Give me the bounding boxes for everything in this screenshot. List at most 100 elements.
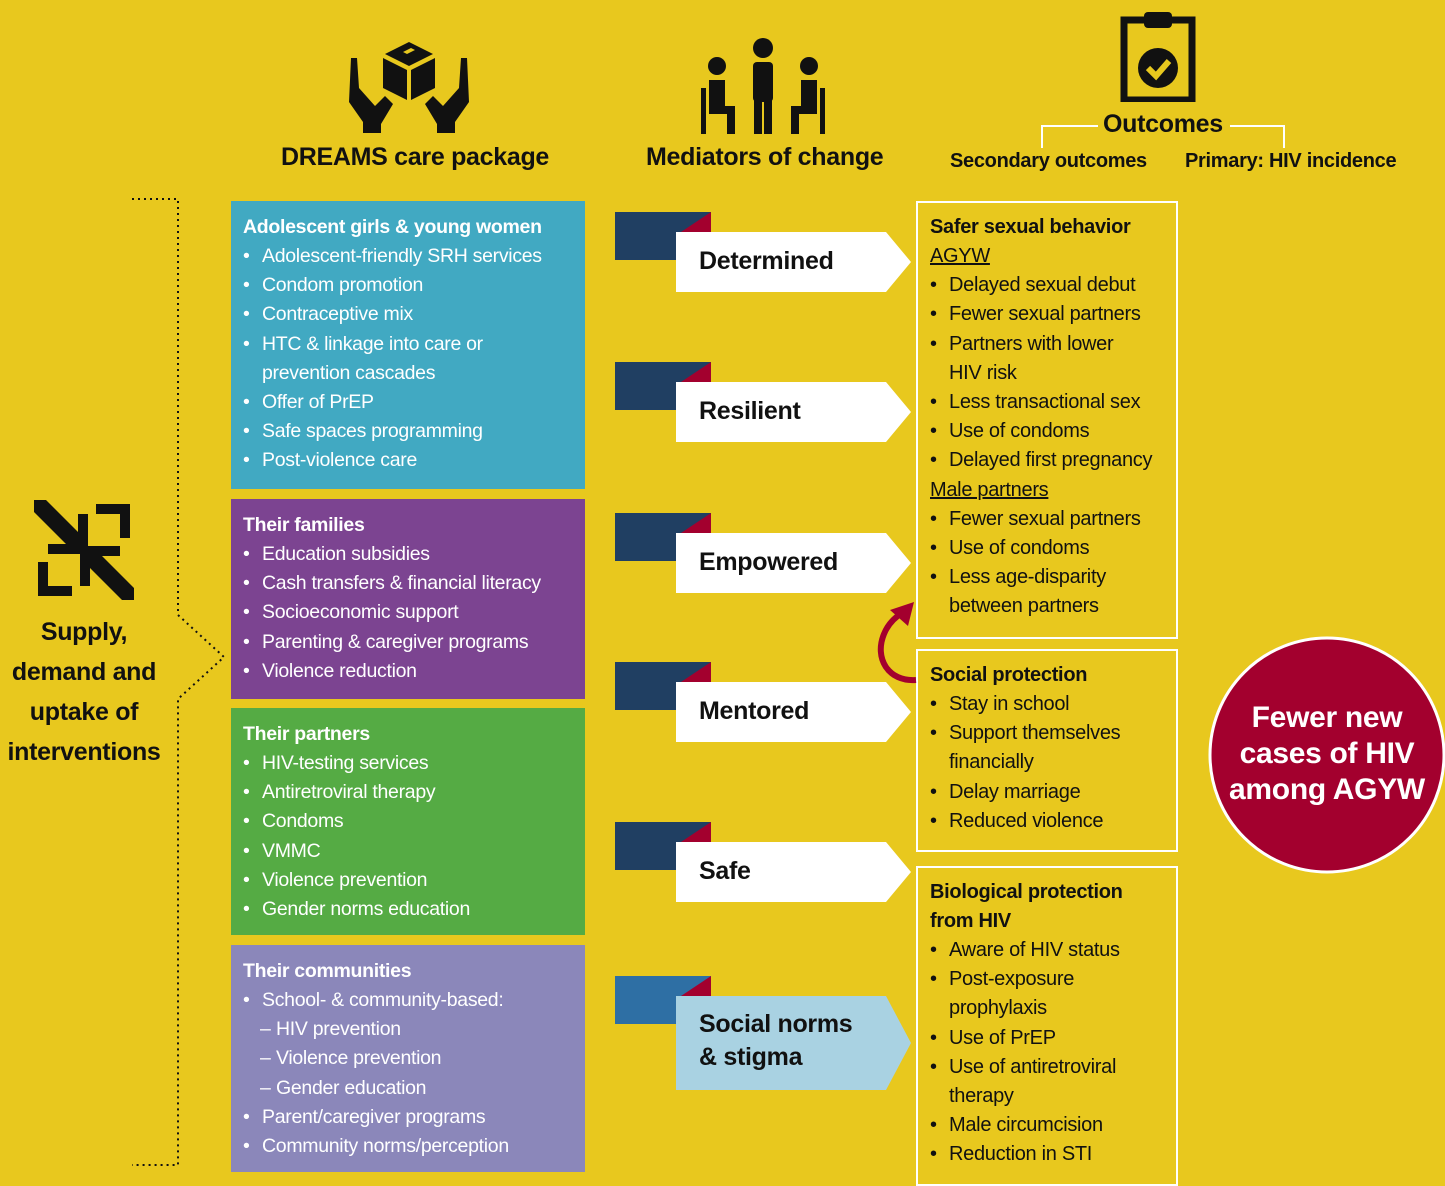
list-item: VMMC bbox=[243, 837, 573, 866]
list-item: Delay marriage bbox=[930, 778, 1176, 807]
list-item: Delayed sexual debut bbox=[930, 271, 1176, 300]
list-item: Parent/caregiver programs bbox=[243, 1103, 573, 1132]
mediator-label: Social norms bbox=[699, 1010, 853, 1038]
care-box-title: Their partners bbox=[243, 723, 370, 745]
list-item: Use of condoms bbox=[930, 534, 1176, 563]
mediator-safe: Safe bbox=[615, 822, 911, 902]
outcome-box-title: Safer sexual behavior bbox=[930, 216, 1131, 238]
care-box-communities: Their communities School- & community-ba… bbox=[231, 945, 585, 1172]
outcome-box-title-line2: from HIV bbox=[930, 910, 1011, 932]
list-item: therapy bbox=[949, 1085, 1014, 1108]
list-item: Use of antiretroviral bbox=[930, 1053, 1176, 1082]
care-box-title: Their families bbox=[243, 514, 365, 536]
left-label-line: interventions bbox=[7, 738, 161, 766]
result-line: cases of HIV bbox=[1239, 737, 1415, 770]
left-label-line: Supply, bbox=[40, 618, 128, 646]
list-item: Parenting & caregiver programs bbox=[243, 628, 573, 657]
care-box-title: Adolescent girls & young women bbox=[243, 216, 542, 238]
agyw-subheading: AGYW bbox=[930, 245, 990, 267]
male-partners-subheading: Male partners bbox=[930, 478, 1049, 501]
mediator-empowered: Empowered bbox=[615, 513, 911, 593]
mediator-social-norms: Social norms & stigma bbox=[615, 976, 911, 1092]
hands-box-icon bbox=[349, 42, 469, 133]
list-item: Less age-disparity bbox=[930, 563, 1176, 592]
mediator-label: Safe bbox=[699, 857, 751, 885]
care-box-partners: Their partners HIV-testing services Anti… bbox=[231, 708, 585, 935]
list-item: Support themselves bbox=[930, 719, 1176, 748]
list-item: Adolescent-friendly SRH services bbox=[243, 242, 573, 271]
mediator-mentored: Mentored bbox=[615, 662, 911, 742]
list-item: HIV-testing services bbox=[243, 749, 573, 778]
list-item: Male circumcision bbox=[930, 1111, 1176, 1140]
list-item: prophylaxis bbox=[949, 997, 1047, 1020]
left-label: Supply, demand and uptake of interventio… bbox=[0, 612, 168, 772]
list-item: Fewer sexual partners bbox=[930, 505, 1176, 534]
care-box-title: Their communities bbox=[243, 960, 412, 982]
list-item: Education subsidies bbox=[243, 540, 573, 569]
secondary-outcomes-header: Secondary outcomes bbox=[950, 150, 1147, 172]
result-line: among AGYW bbox=[1229, 773, 1425, 806]
list-item: Antiretroviral therapy bbox=[243, 778, 573, 807]
mediator-label-line2: & stigma bbox=[699, 1043, 803, 1071]
mediator-determined: Determined bbox=[615, 212, 911, 292]
primary-outcome-header: Primary: HIV incidence bbox=[1185, 150, 1397, 172]
result-text: Fewer new cases of HIV among AGYW bbox=[1212, 700, 1442, 808]
list-item: Aware of HIV status bbox=[930, 936, 1176, 965]
list-item: Violence reduction bbox=[243, 657, 573, 686]
outcome-box-title: Biological protection bbox=[930, 881, 1123, 903]
list-item: HTC & linkage into care or bbox=[243, 330, 573, 359]
list-item: Reduction in STI bbox=[930, 1140, 1176, 1169]
list-item: Stay in school bbox=[930, 690, 1176, 719]
list-item: Reduced violence bbox=[930, 807, 1176, 836]
left-label-line: uptake of bbox=[29, 698, 139, 726]
converge-arrows-icon bbox=[34, 500, 134, 600]
meeting-people-icon bbox=[701, 38, 825, 134]
mediators-header: Mediators of change bbox=[646, 143, 884, 171]
list-item: Partners with lower bbox=[930, 330, 1176, 359]
list-subitem: HIV prevention bbox=[243, 1015, 573, 1044]
list-item: Violence prevention bbox=[243, 866, 573, 895]
list-subitem: Gender education bbox=[243, 1074, 573, 1103]
list-item: Condom promotion bbox=[243, 271, 573, 300]
list-subitem: Violence prevention bbox=[243, 1044, 573, 1073]
list-item: Community norms/perception bbox=[243, 1132, 573, 1161]
care-box-agyw: Adolescent girls & young women Adolescen… bbox=[231, 201, 585, 489]
list-item: Use of condoms bbox=[930, 417, 1176, 446]
result-circle bbox=[1208, 636, 1445, 874]
list-item: Less transactional sex bbox=[930, 388, 1176, 417]
clipboard-check-icon bbox=[1120, 12, 1196, 102]
mediator-label: Resilient bbox=[699, 397, 801, 425]
list-item: Gender norms education bbox=[243, 895, 573, 924]
outcome-box-sexual-behavior: Safer sexual behavior AGYW Delayed sexua… bbox=[916, 201, 1178, 639]
list-item: Use of PrEP bbox=[930, 1024, 1176, 1053]
outcomes-bracket bbox=[1041, 125, 1285, 148]
list-item: Contraceptive mix bbox=[243, 300, 573, 329]
care-package-header: DREAMS care package bbox=[281, 143, 550, 171]
list-item: Delayed first pregnancy bbox=[930, 446, 1176, 475]
list-item: Socioeconomic support bbox=[243, 598, 573, 627]
list-item: Cash transfers & financial literacy bbox=[243, 569, 573, 598]
list-item: School- & community-based: bbox=[243, 986, 573, 1015]
mediator-resilient: Resilient bbox=[615, 362, 911, 442]
outcome-box-social-protection: Social protection Stay in school Support… bbox=[916, 649, 1178, 852]
result-line: Fewer new bbox=[1251, 701, 1403, 734]
outcome-box-title: Social protection bbox=[930, 664, 1088, 686]
list-item: Offer of PrEP bbox=[243, 388, 573, 417]
left-label-line: demand and bbox=[11, 658, 157, 686]
list-item: prevention cascades bbox=[262, 361, 436, 384]
outcomes-header: Outcomes bbox=[1103, 110, 1223, 138]
outcome-box-biological-protection: Biological protection from HIV Aware of … bbox=[916, 866, 1178, 1186]
list-item: Safe spaces programming bbox=[243, 417, 573, 446]
list-item: between partners bbox=[949, 595, 1099, 618]
list-item: financially bbox=[949, 751, 1034, 774]
mediator-label: Mentored bbox=[699, 697, 810, 725]
list-item: HIV risk bbox=[949, 361, 1017, 384]
care-box-families: Their families Education subsidies Cash … bbox=[231, 499, 585, 699]
feedback-curved-arrow bbox=[877, 602, 917, 684]
list-item: Condoms bbox=[243, 807, 573, 836]
list-item: Fewer sexual partners bbox=[930, 300, 1176, 329]
mediator-label: Empowered bbox=[699, 548, 838, 576]
mediator-label: Determined bbox=[699, 247, 834, 275]
list-item: Post-violence care bbox=[243, 446, 573, 475]
list-item: Post-exposure bbox=[930, 965, 1176, 994]
